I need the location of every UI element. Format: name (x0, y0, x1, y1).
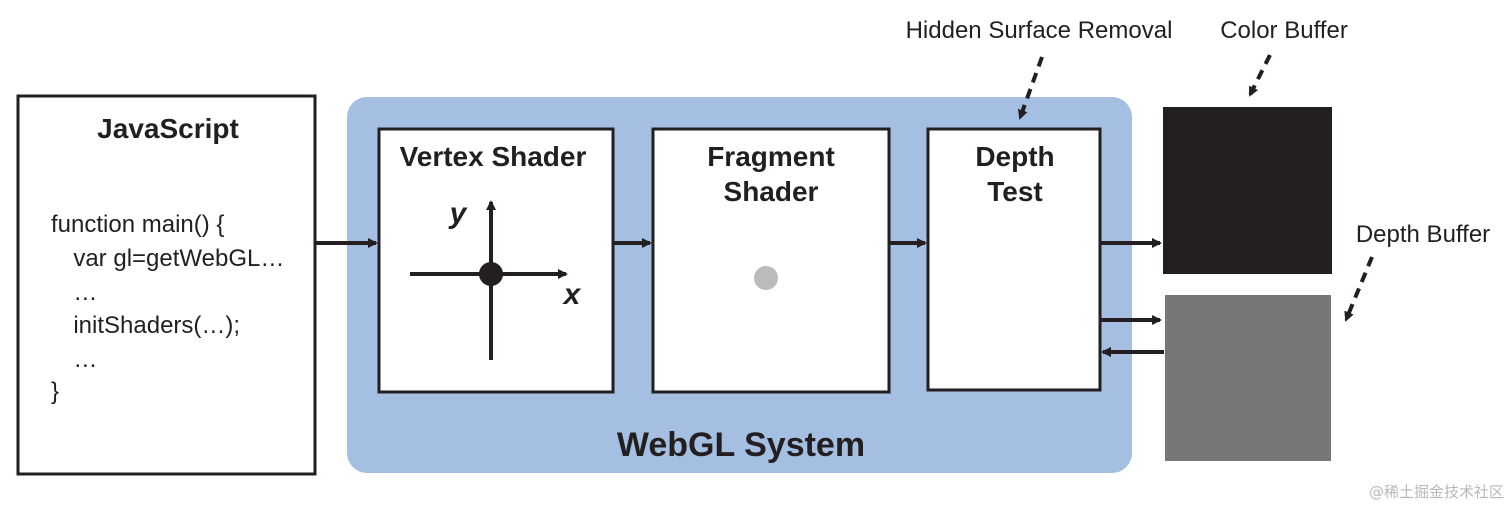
code-line: … (60, 279, 97, 306)
depth-buffer-label: Depth Buffer (1356, 221, 1490, 248)
javascript-box (16, 94, 317, 476)
color-buffer-rect (1163, 107, 1332, 274)
vertex-y-label: y (448, 197, 468, 230)
code-line: … (60, 346, 97, 373)
dashed-arrow-color-buffer (1248, 54, 1272, 97)
code-line: var gl=getWebGL… (60, 245, 284, 272)
depth-test-box (926, 127, 1102, 392)
vertex-x-label: x (562, 278, 582, 311)
code-line: } (51, 378, 59, 405)
fragment-point (754, 266, 778, 290)
webgl-system-label: WebGL System (617, 426, 865, 464)
code-line: initShaders(…); (60, 312, 240, 339)
hidden-surface-removal-label: Hidden Surface Removal (906, 17, 1173, 44)
depth-test-title-line2: Test (987, 176, 1043, 207)
fragment-shader-box (651, 127, 891, 394)
vertex-shader-title: Vertex Shader (400, 141, 587, 172)
depth-test-title-line1: Depth (975, 141, 1054, 172)
watermark: @稀土掘金技术社区 (1368, 483, 1504, 501)
code-line: function main() { (51, 211, 224, 238)
fragment-shader-title-line2: Shader (724, 176, 819, 207)
fragment-shader-title-line1: Fragment (707, 141, 835, 172)
color-buffer-label: Color Buffer (1220, 17, 1348, 44)
vertex-shader-box (377, 127, 615, 394)
vertex-point (479, 262, 503, 286)
depth-buffer-rect (1165, 295, 1331, 461)
dashed-arrow-depth-buffer (1344, 256, 1374, 322)
javascript-title: JavaScript (97, 113, 239, 144)
dashed-arrow-hidden-surface (1018, 56, 1044, 120)
